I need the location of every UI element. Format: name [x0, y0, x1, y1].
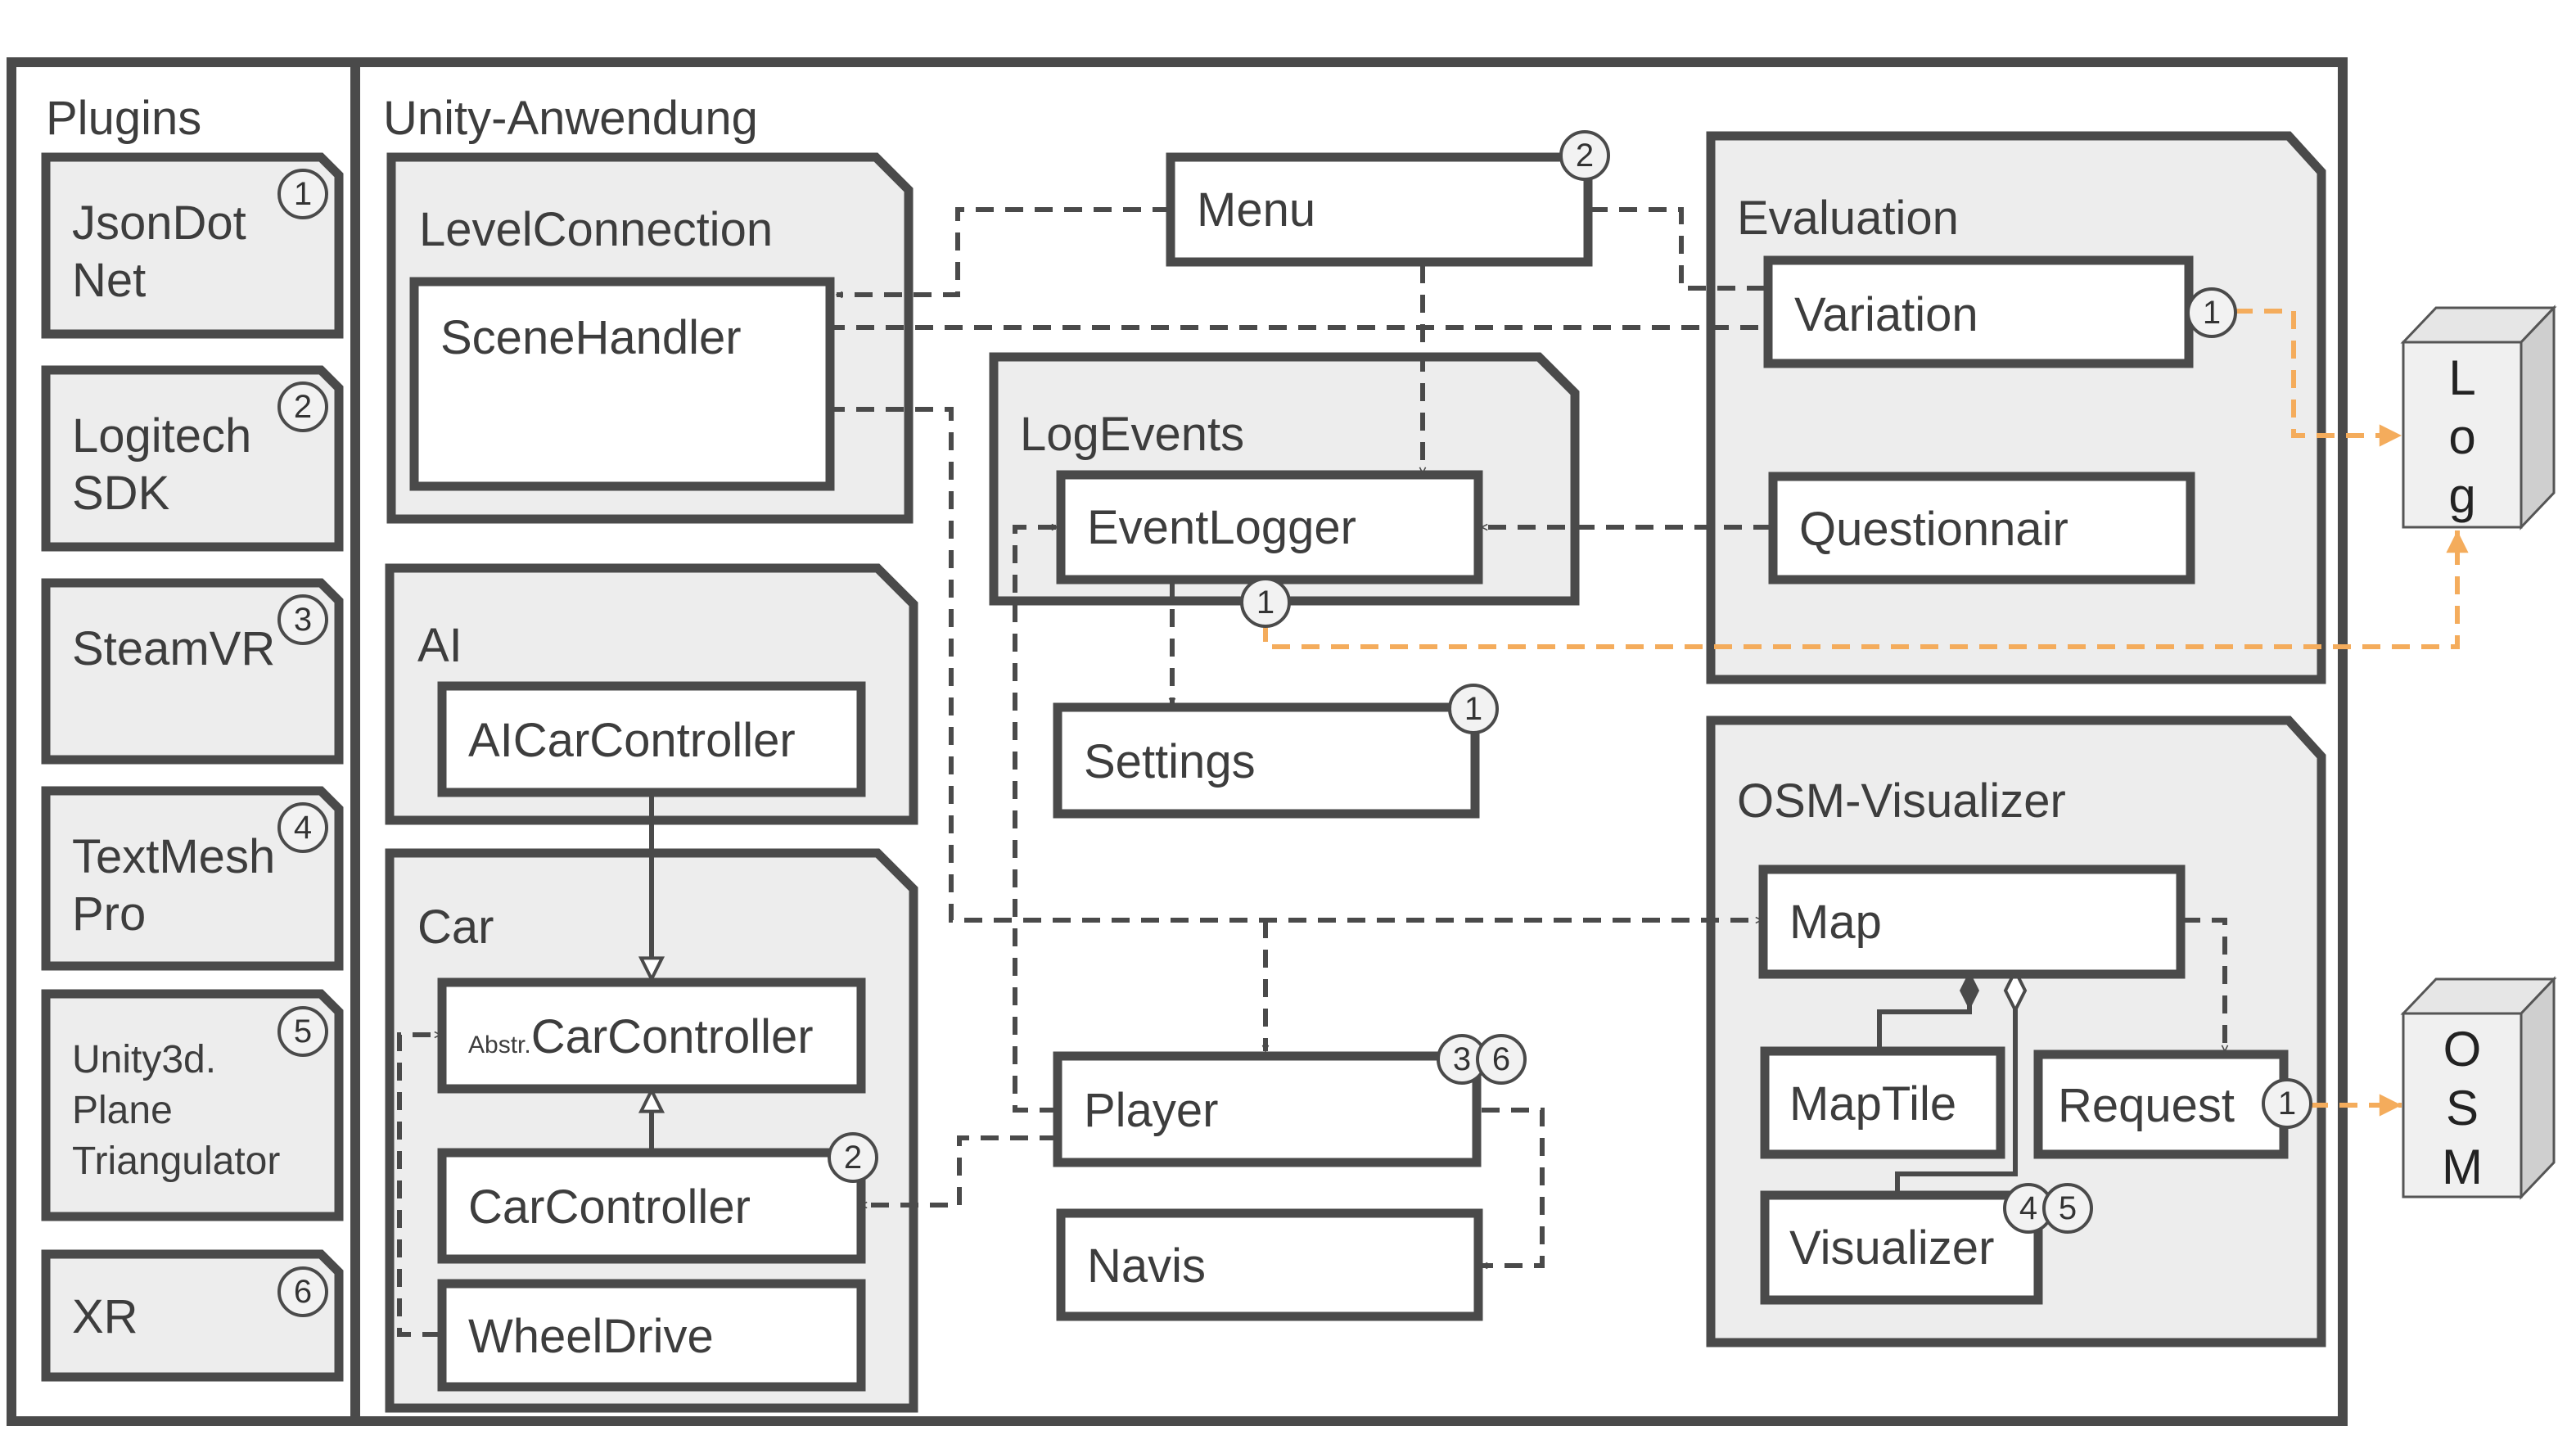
svg-text:TextMesh: TextMesh [72, 830, 275, 883]
class-variation-label: Variation [1794, 288, 1978, 341]
svg-text:1: 1 [1464, 691, 1482, 727]
svg-text:1: 1 [1256, 585, 1274, 621]
svg-text:4: 4 [2019, 1190, 2037, 1226]
class-car-controller [437, 1148, 866, 1264]
plugin-steamvr: SteamVR 3 [41, 578, 344, 765]
plugins-title: Plugins [46, 92, 201, 145]
svg-text:L: L [2448, 350, 2475, 405]
svg-text:Unity3d.: Unity3d. [72, 1038, 216, 1081]
external-log-node: L o g [2400, 305, 2557, 530]
connectors [397, 207, 2225, 1337]
class-request-label: Request [2058, 1079, 2235, 1132]
badge-visualizer-5 [2042, 1183, 2093, 1234]
svg-text:2: 2 [1576, 138, 1594, 174]
package-car-label: Car [417, 901, 494, 954]
svg-text:JsonDot: JsonDot [72, 196, 246, 250]
svg-text:5: 5 [2059, 1190, 2077, 1226]
class-settings-label: Settings [1084, 735, 1256, 788]
svg-text:3: 3 [1453, 1041, 1471, 1077]
class-abstract-car-controller-label: Abstr.CarController [468, 1010, 814, 1063]
badge-variation [2186, 287, 2237, 338]
class-car-controller-label: CarController [468, 1180, 751, 1234]
svg-text:M: M [2442, 1140, 2483, 1194]
svg-text:Net: Net [72, 254, 146, 307]
badge-player-6 [1476, 1034, 1527, 1085]
class-visualizer-label: Visualizer [1789, 1221, 1994, 1275]
svg-text:5: 5 [294, 1013, 312, 1050]
external-osm-node: O S M [2400, 976, 2557, 1200]
class-abstract-car-controller [437, 977, 866, 1094]
svg-text:XR: XR [72, 1290, 138, 1343]
plugin-textmesh-pro: TextMesh Pro 4 [41, 786, 344, 971]
external-links [1263, 309, 2469, 1117]
svg-text:2: 2 [294, 389, 312, 425]
package-ai-label: AI [417, 619, 462, 672]
svg-text:O: O [2443, 1022, 2482, 1077]
package-level-connection-label: LevelConnection [419, 203, 773, 256]
class-event-logger-label: EventLogger [1087, 501, 1356, 554]
svg-text:g: g [2448, 468, 2475, 523]
plugin-plane-triangulator: Unity3d. Plane Triangulator 5 [41, 989, 344, 1221]
class-variation [1763, 255, 2194, 368]
class-navis-label: Navis [1087, 1239, 1206, 1293]
svg-text:Logitech: Logitech [72, 409, 251, 463]
badge-car-controller [828, 1132, 878, 1183]
class-map-tile [1760, 1046, 2005, 1159]
svg-text:3: 3 [294, 602, 312, 638]
badge-menu [1559, 130, 1610, 181]
svg-text:S: S [2446, 1081, 2479, 1135]
class-ai-car-controller-label: AICarController [468, 714, 796, 767]
plugin-logitech-sdk: Logitech SDK 2 [41, 365, 344, 552]
svg-text:SteamVR: SteamVR [72, 622, 275, 675]
badge-event-logger [1240, 577, 1291, 628]
svg-text:6: 6 [1492, 1041, 1510, 1077]
class-map-label: Map [1789, 896, 1882, 949]
class-navis [1056, 1208, 1483, 1321]
svg-text:6: 6 [294, 1274, 312, 1310]
class-scene-handler [409, 277, 835, 491]
class-player-label: Player [1084, 1084, 1218, 1137]
class-visualizer [1760, 1190, 2043, 1305]
class-map-tile-label: MapTile [1789, 1077, 1956, 1131]
svg-text:1: 1 [2278, 1086, 2296, 1122]
class-ai-car-controller [437, 681, 866, 797]
package-osm-visualizer-label: OSM-Visualizer [1737, 774, 2066, 828]
class-scene-handler-label: SceneHandler [440, 311, 742, 364]
svg-text:Plane: Plane [72, 1089, 173, 1132]
map-associations [1877, 967, 2028, 1192]
class-menu-label: Menu [1197, 183, 1315, 237]
class-wheel-drive [437, 1279, 866, 1392]
class-questionnair [1768, 472, 2195, 585]
svg-text:1: 1 [2203, 295, 2221, 331]
class-questionnair-label: Questionnair [1799, 503, 2068, 556]
plugin-xr: XR 6 [41, 1249, 344, 1382]
class-settings [1053, 702, 1480, 819]
svg-text:Triangulator: Triangulator [72, 1140, 280, 1183]
badge-request [2262, 1078, 2312, 1129]
svg-text:4: 4 [294, 810, 312, 846]
svg-text:1: 1 [294, 176, 312, 212]
class-player [1053, 1051, 1482, 1167]
class-wheel-drive-label: WheelDrive [468, 1310, 714, 1363]
badge-settings [1448, 684, 1499, 734]
plugin-jsondotnet: JsonDot Net 1 [41, 152, 344, 339]
application-title: Unity-Anwendung [383, 92, 758, 145]
class-menu [1166, 152, 1593, 267]
package-evaluation-label: Evaluation [1737, 192, 1959, 245]
svg-text:SDK: SDK [72, 467, 170, 520]
package-log-events-label: LogEvents [1020, 408, 1244, 461]
class-request [2033, 1050, 2289, 1159]
svg-text:2: 2 [844, 1140, 862, 1176]
svg-text:o: o [2448, 409, 2475, 464]
svg-text:Pro: Pro [72, 887, 146, 941]
class-map [1758, 864, 2186, 979]
